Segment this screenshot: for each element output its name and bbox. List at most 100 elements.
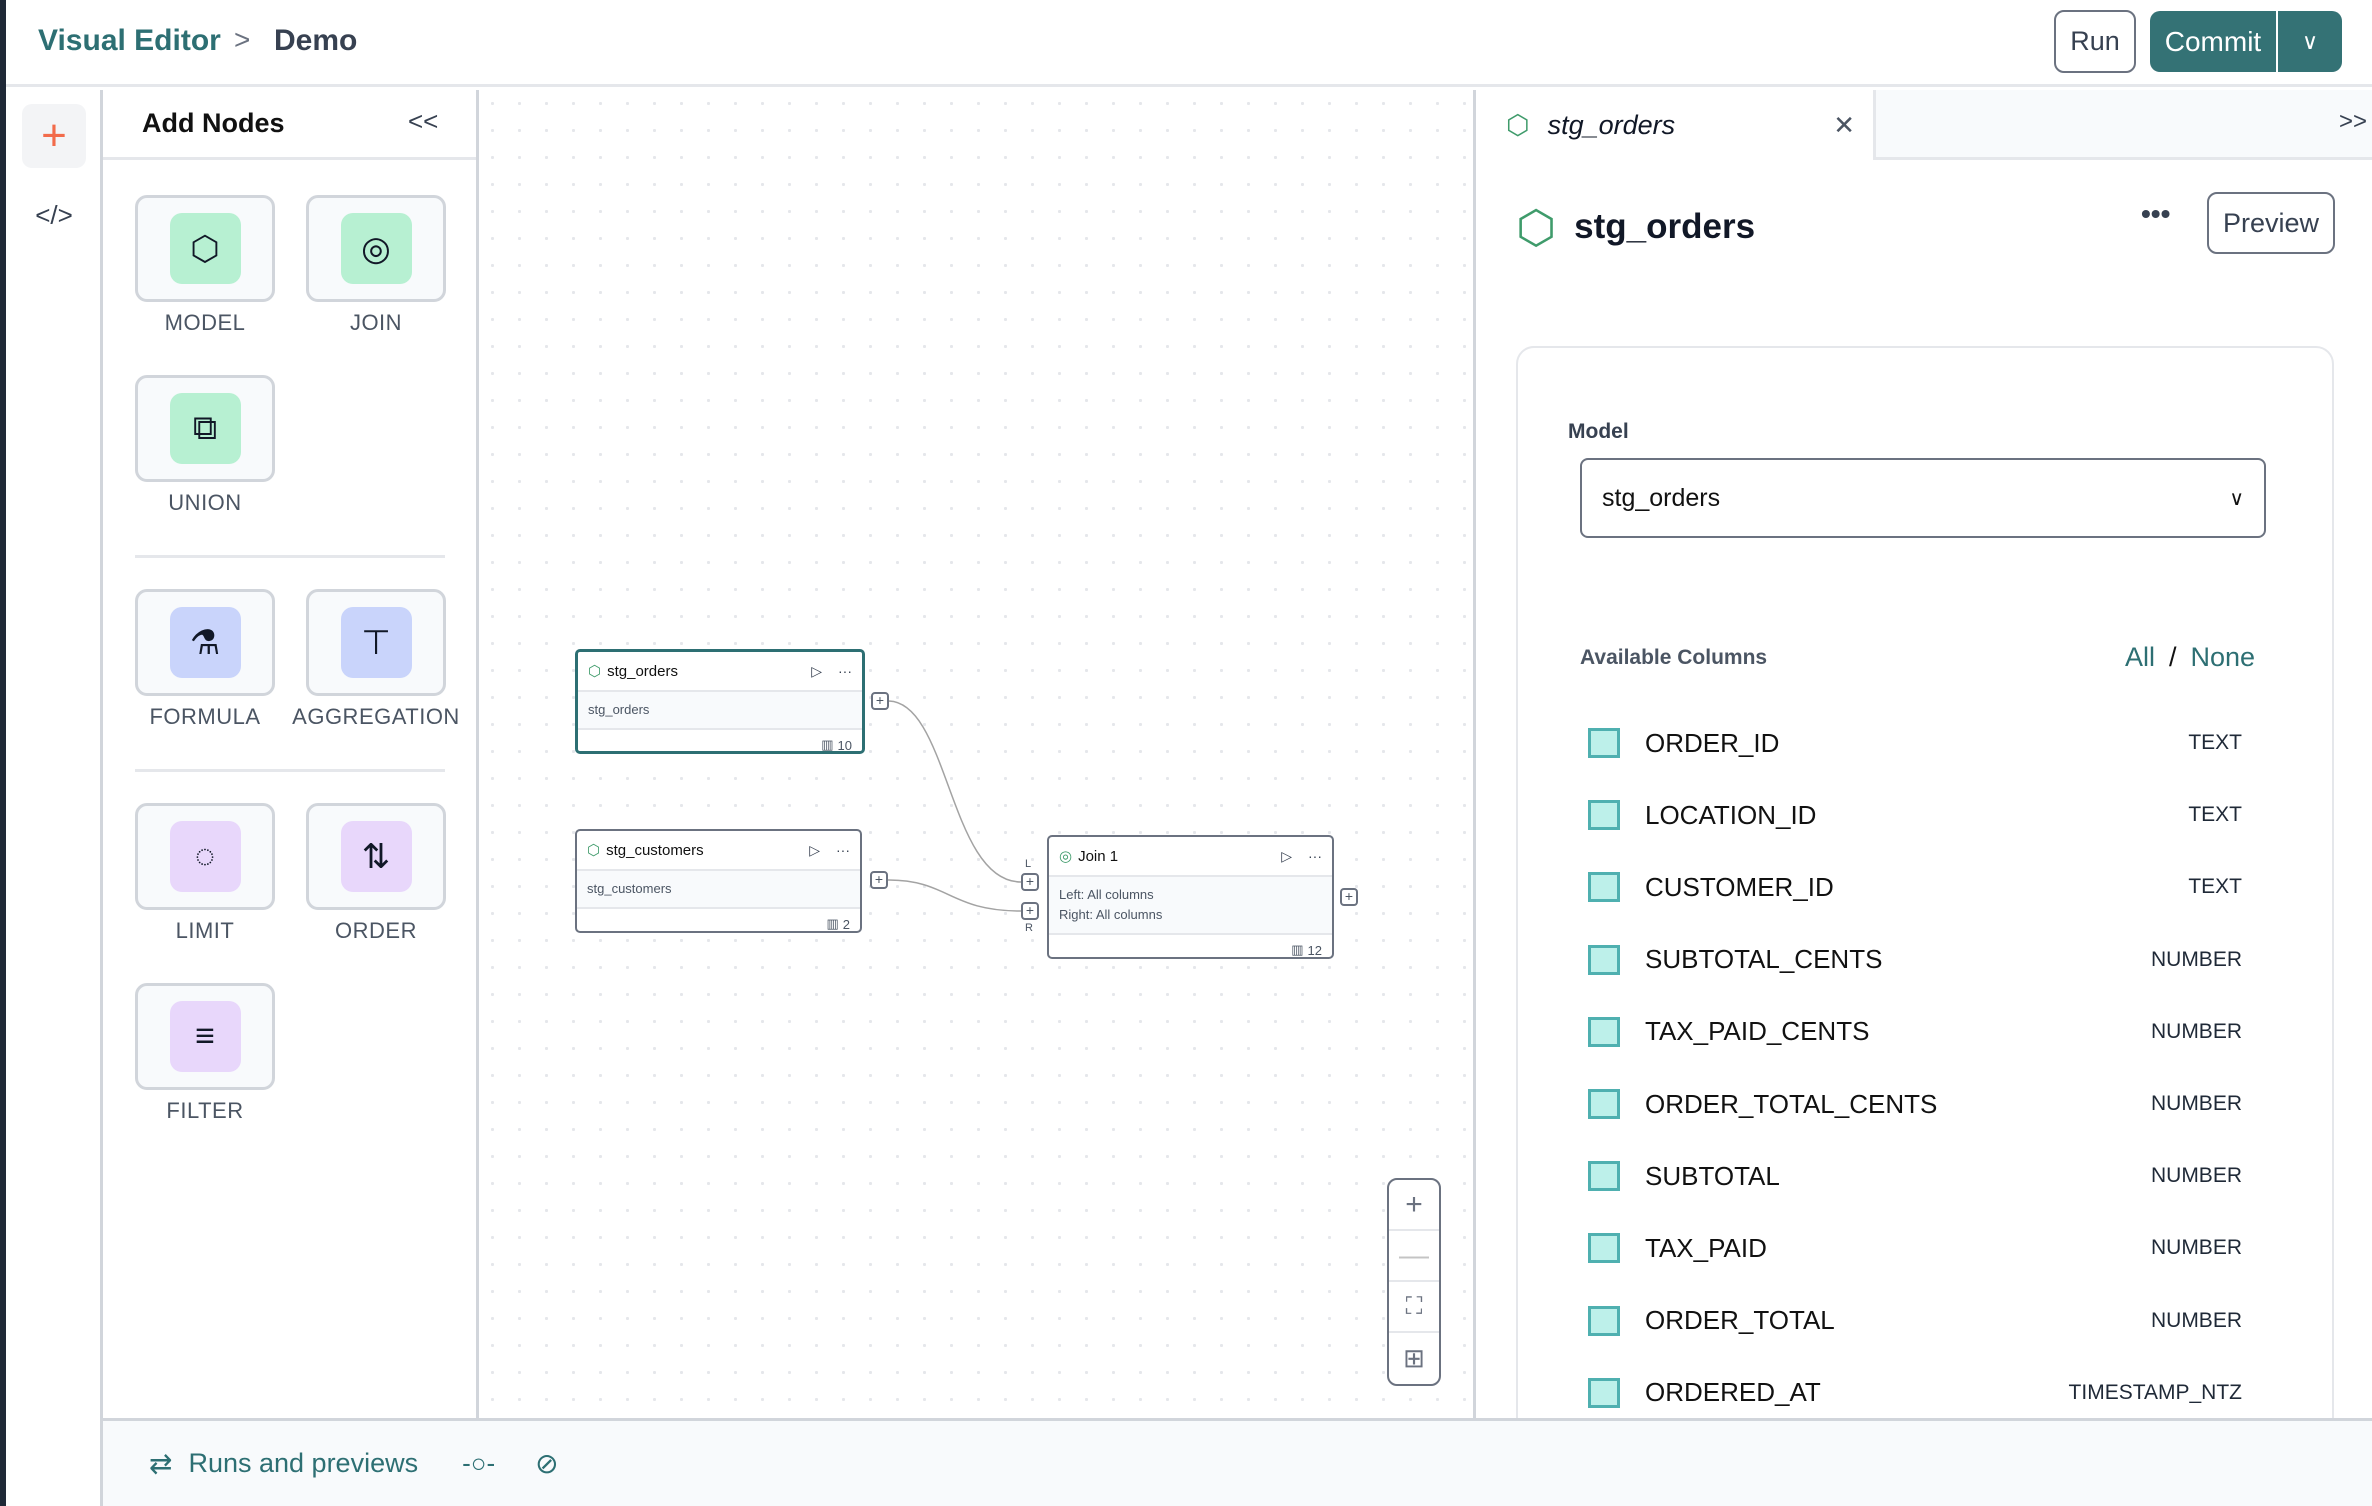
column-type: TEXT [2188, 875, 2242, 899]
select-all-none: All / None [2125, 642, 2255, 673]
column-checkbox[interactable] [1588, 944, 1620, 975]
node-title: Join 1 [1078, 847, 1119, 865]
right-input-handle[interactable]: + [1021, 902, 1039, 920]
properties-panel: ⬡ stg_orders ✕ >> ⬡ stg_orders ••• Previ… [1473, 90, 2372, 1446]
model-select-value: stg_orders [1602, 483, 1721, 512]
runs-and-previews-button[interactable]: Runs and previews [188, 1448, 419, 1478]
preview-button[interactable]: Preview [2207, 192, 2335, 254]
add-node-label: ORDER [335, 918, 417, 943]
node-body: stg_customers [577, 871, 860, 909]
column-name: ORDERED_AT [1645, 1377, 1821, 1408]
column-type: NUMBER [2150, 1164, 2242, 1188]
collapse-icon[interactable]: << [408, 106, 439, 136]
model-config-card [1516, 346, 2334, 1446]
available-columns-label: Available Columns [1580, 646, 1768, 669]
column-name: TAX_PAID [1645, 1232, 1767, 1263]
zoom-controls: + — ⛶ ⊞ [1387, 1178, 1441, 1386]
column-count: 2 [842, 916, 850, 932]
flask-icon: ⚗ [169, 607, 241, 678]
commit-button[interactable]: Commit [2150, 11, 2278, 72]
slash: / [2169, 642, 2177, 672]
zoom-in-icon[interactable]: + [1389, 1180, 1439, 1231]
cube-icon: ⬡ [1506, 109, 1530, 140]
column-name: TAX_PAID_CENTS [1645, 1016, 1870, 1047]
edge-customers-to-join [887, 879, 1022, 912]
breadcrumb-visual-editor[interactable]: Visual Editor [38, 24, 221, 57]
column-checkbox[interactable] [1588, 1377, 1620, 1408]
column-name: ORDER_TOTAL [1645, 1305, 1835, 1336]
add-node-join[interactable]: ◎ [306, 195, 446, 302]
play-icon[interactable]: ▷ [1281, 847, 1292, 864]
column-checkbox[interactable] [1588, 1233, 1620, 1264]
commit-graph-icon[interactable]: -○- [462, 1448, 496, 1478]
add-node-formula[interactable]: ⚗ [135, 589, 275, 696]
play-icon[interactable]: ▷ [809, 841, 820, 858]
column-checkbox[interactable] [1588, 1305, 1620, 1336]
compass-icon[interactable]: ⊘ [535, 1448, 559, 1479]
column-checkbox[interactable] [1588, 800, 1620, 831]
column-checkbox[interactable] [1588, 1016, 1620, 1047]
add-node-label: AGGREGATION [292, 704, 460, 729]
commit-split-button: Commit ∨ [2150, 11, 2342, 72]
join-right-summary: Right: All columns [1059, 907, 1163, 922]
cube-icon: ⬡ [1516, 201, 1557, 253]
tab-stg-orders[interactable]: ⬡ stg_orders ✕ [1476, 90, 1876, 160]
columns-icon: ▥ [821, 737, 834, 752]
chevron-down-icon[interactable]: ∨ [2301, 28, 2319, 54]
add-node-label: MODEL [164, 310, 246, 335]
more-icon[interactable]: ••• [2141, 198, 2171, 229]
add-node-aggregation[interactable]: ⊤ [306, 589, 446, 696]
icon-rail: + </> [6, 90, 103, 1506]
flow-canvas[interactable]: ⬡stg_orders▷··· stg_orders ▥10 + ⬡stg_cu… [479, 90, 1473, 1418]
union-icon: ⧉ [169, 393, 241, 464]
code-icon[interactable]: </> [35, 199, 73, 230]
output-handle[interactable]: + [871, 692, 889, 710]
column-count: 10 [837, 737, 852, 753]
output-handle[interactable]: + [870, 871, 888, 889]
node-stg-customers[interactable]: ⬡stg_customers▷··· stg_customers ▥2 [575, 829, 862, 933]
zoom-out-icon[interactable]: — [1389, 1231, 1439, 1282]
left-input-handle[interactable]: + [1021, 873, 1039, 891]
select-all-link[interactable]: All [2125, 642, 2156, 672]
run-button[interactable]: Run [2054, 10, 2136, 73]
column-checkbox[interactable] [1588, 872, 1620, 903]
expand-icon[interactable]: >> [2338, 108, 2367, 135]
model-title: stg_orders [1574, 207, 1756, 246]
more-icon[interactable]: ··· [836, 842, 850, 858]
add-node-label: LIMIT [175, 918, 235, 943]
add-node-model[interactable]: ⬡ [135, 195, 275, 302]
close-icon[interactable]: ✕ [1833, 109, 1855, 140]
node-stg-orders[interactable]: ⬡stg_orders▷··· stg_orders ▥10 [575, 649, 865, 754]
filter-icon: ≡ [169, 1001, 241, 1072]
aggregation-icon: ⊤ [340, 607, 412, 678]
cube-icon: ⬡ [587, 842, 601, 859]
node-body: stg_orders [578, 692, 862, 730]
column-checkbox[interactable] [1588, 1161, 1620, 1192]
edges [887, 700, 1022, 912]
add-node-filter[interactable]: ≡ [135, 983, 275, 1090]
column-name: LOCATION_ID [1645, 799, 1817, 830]
more-icon[interactable]: ··· [1308, 848, 1322, 864]
plus-icon[interactable]: + [22, 104, 86, 168]
fit-view-icon[interactable]: ⛶ [1389, 1282, 1439, 1333]
model-select[interactable]: stg_orders ∨ [1580, 458, 2266, 538]
add-node-label: UNION [168, 490, 242, 515]
breadcrumb-separator: > [234, 24, 251, 55]
column-checkbox[interactable] [1588, 728, 1620, 758]
play-icon[interactable]: ▷ [811, 662, 822, 679]
columns-icon: ▥ [826, 916, 839, 931]
column-checkbox[interactable] [1588, 1089, 1620, 1119]
node-title: stg_orders [607, 662, 678, 680]
add-node-union[interactable]: ⧉ [135, 375, 275, 482]
select-none-link[interactable]: None [2190, 642, 2256, 672]
column-type: NUMBER [2150, 1019, 2242, 1043]
add-node-limit[interactable]: ◌ [135, 803, 275, 910]
layout-grid-icon[interactable]: ⊞ [1403, 1343, 1425, 1373]
add-node-order[interactable]: ⇅ [306, 803, 446, 910]
tab-label: stg_orders [1547, 109, 1676, 140]
output-handle[interactable]: + [1340, 888, 1358, 906]
more-icon[interactable]: ··· [838, 663, 852, 679]
